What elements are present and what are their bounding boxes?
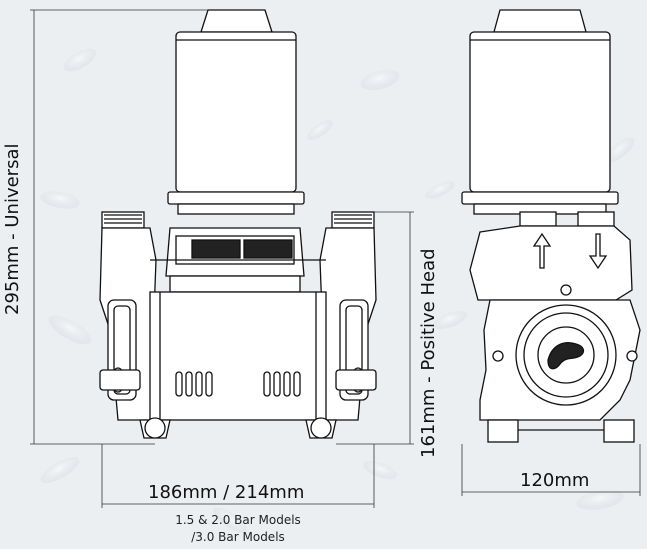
side-view-pump	[461, 9, 641, 443]
model-note-line1: 1.5 & 2.0 Bar Models	[175, 513, 301, 527]
dimension-positive-head: 161mm - Positive Head	[418, 248, 439, 458]
dimension-side-width: 120mm	[520, 470, 590, 491]
dimension-front-width: 186mm / 214mm	[148, 482, 305, 503]
model-note-line2: /3.0 Bar Models	[191, 530, 285, 544]
dimension-total-height: 295mm - Universal	[2, 143, 23, 315]
dimension-lines	[30, 9, 641, 508]
front-view-pump	[99, 9, 377, 439]
